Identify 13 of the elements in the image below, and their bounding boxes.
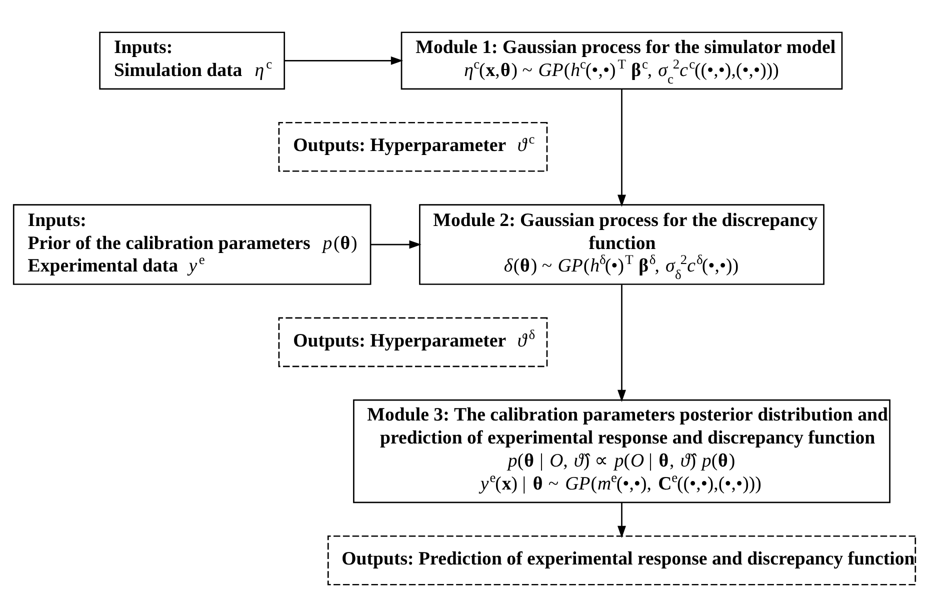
node-box: Outputs: Prediction of experimental response and discrepancy function	[327, 534, 916, 585]
arrow	[618, 284, 626, 402]
node-box: Module 1: Gaussian process for the simulator model η$^{c}$(x,θ) ~ GP(h$^{c}$(•,•)$^{T}$ β$^{c}$, σ$_{c}$$^{2}$c$^{c}$((•,•),(•,•)))	[400, 31, 843, 90]
node-box: Inputs: Prior of the calibration parameters p(θ) Experimental data y$^{e}$	[12, 204, 372, 284]
node-box: Outputs: Hyperparameter ϑ$^{c}$	[278, 121, 548, 172]
arrow	[618, 502, 626, 538]
node-box: Module 3: The calibration parameters posterior distribution and prediction of experimental response and discrepancy function p(θ | O, ϑ̂) ∝ p(O | θ, ϑ̂) p(θ) y$^{e}$(x) | θ ~ GP(m$^{e}$(•,•), C$^{e}$((•,•),(•,•)))	[353, 398, 890, 503]
node-box: Module 2: Gaussian process for the discrepancy function δ(θ) ~ GP(h$^{δ}$(•)$^{T}$ β$^{δ}$, σ$_{δ}$$^{2}$c$^{δ}$(•,•))	[419, 204, 824, 284]
node-box: Outputs: Hyperparameter ϑ$^{δ}$	[278, 316, 548, 367]
arrow	[284, 56, 404, 64]
arrow	[618, 88, 626, 206]
node-box: Inputs: Simulation data η$^{c}$	[99, 31, 286, 90]
arrow	[370, 240, 422, 248]
